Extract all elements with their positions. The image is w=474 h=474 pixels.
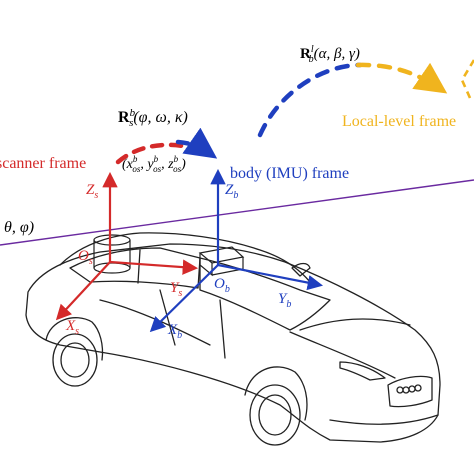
scanner-axes — [55, 171, 199, 321]
scanner-frame-label: scanner frame — [0, 155, 86, 172]
scanner-origin-label: Os — [78, 248, 93, 267]
scanner-y-axis — [109, 259, 199, 275]
scanner-z-label: Zs — [86, 182, 98, 201]
purple-reference-line — [0, 179, 474, 246]
body-x-label: Xb — [167, 322, 182, 341]
body-origin-label: Ob — [214, 276, 230, 295]
imu-box — [198, 246, 245, 277]
angle-partial-label: , θ, φ) — [0, 219, 34, 236]
body-x-axis — [149, 264, 219, 333]
local-axes — [460, 59, 474, 99]
scanner-y-label: Ys — [170, 280, 182, 299]
scanner-x-label: Xs — [65, 318, 79, 337]
body-y-axis — [217, 263, 324, 291]
body-frame-label: body (IMU) frame — [230, 165, 349, 182]
local-level-frame-label: Local-level frame — [342, 113, 456, 130]
scanner-to-body-arc — [115, 127, 218, 165]
body-y-label: Yb — [278, 291, 291, 310]
body-axes — [149, 168, 324, 333]
body-to-local-arc — [257, 62, 448, 138]
body-z-label: Zb — [225, 182, 238, 201]
scanner-x-axis — [55, 261, 111, 321]
